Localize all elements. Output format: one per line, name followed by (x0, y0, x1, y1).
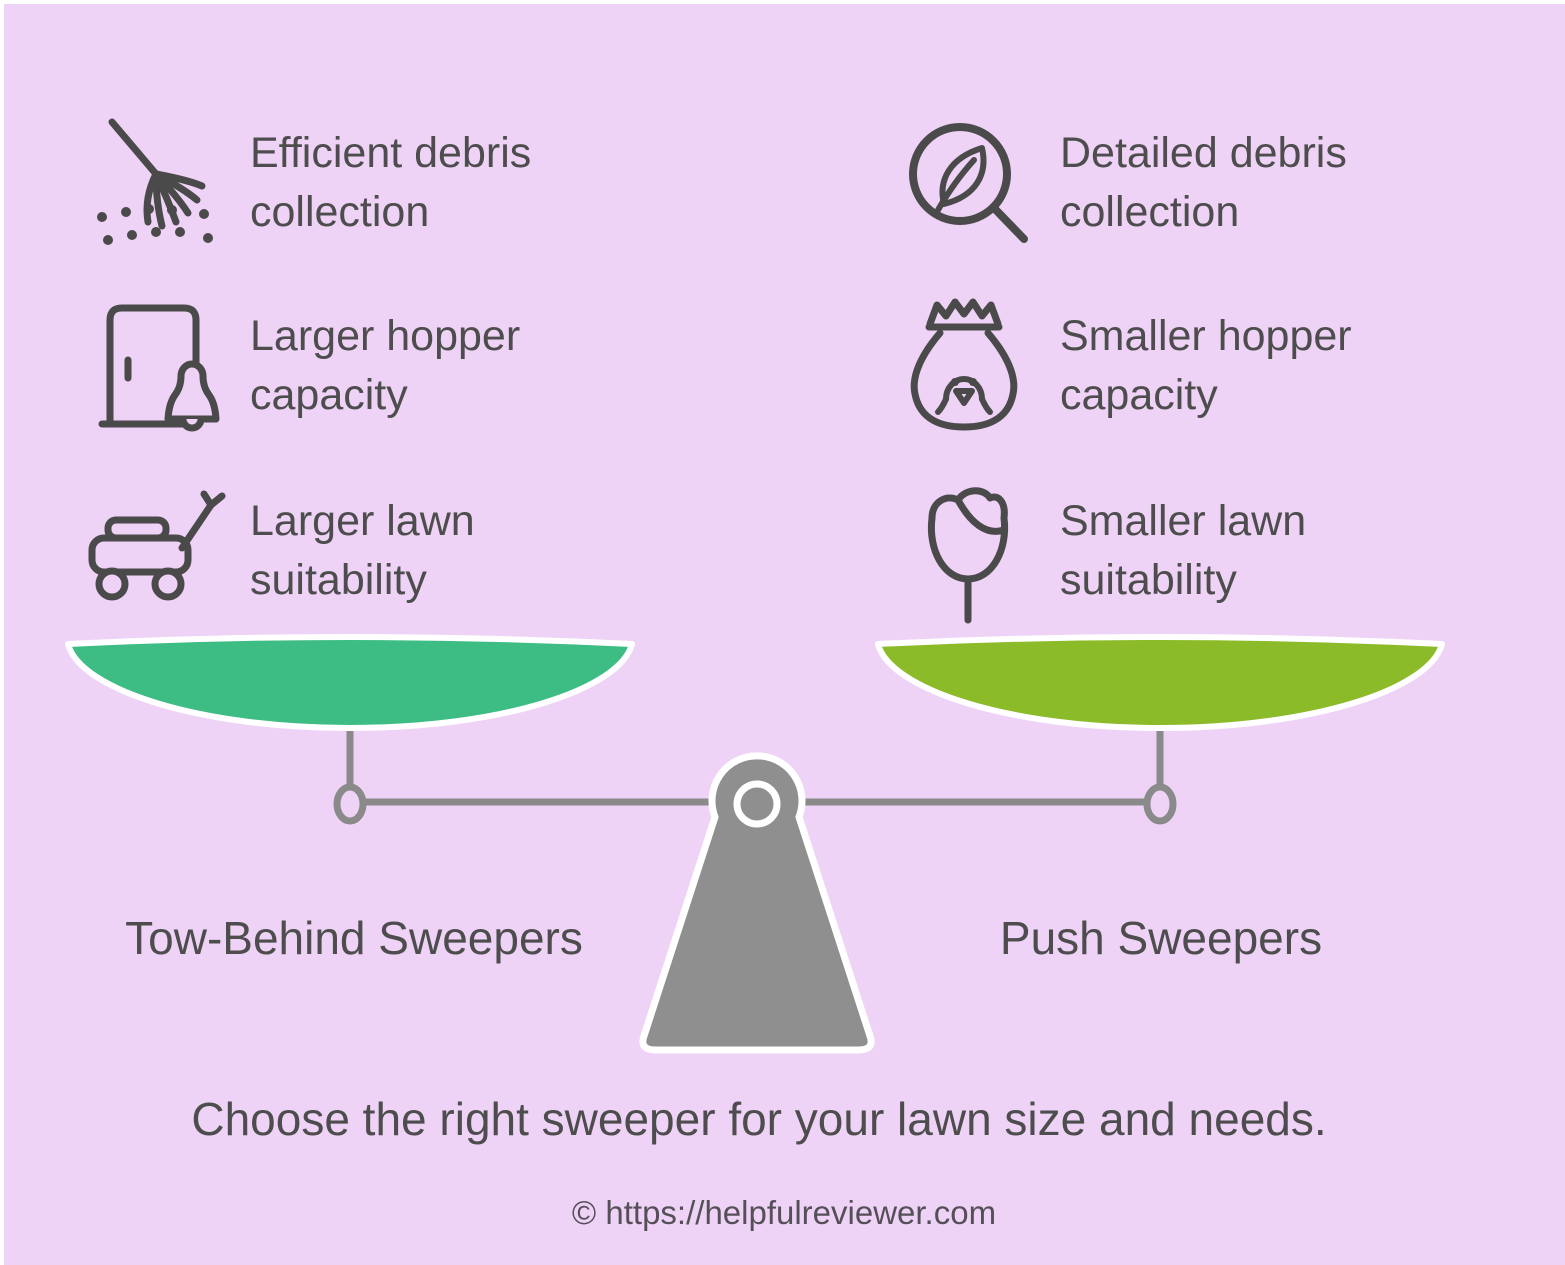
copyright: © https://helpfulreviewer.com (571, 1194, 997, 1231)
right-pan-title: Push Sweepers (999, 912, 1323, 964)
door-bell-icon (98, 300, 220, 432)
feature-label-right-2: Smaller hopper capacity (1060, 312, 1352, 419)
feature-label-left-3: Larger lawn suitability (250, 497, 475, 604)
feature-label-right-3: Smaller lawn suitability (1060, 497, 1307, 604)
tagline: Choose the right sweeper for your lawn s… (191, 1093, 1327, 1145)
lawn-mower-icon (86, 488, 228, 604)
fulcrum-pivot-hole (733, 780, 781, 828)
beam-ring-left (333, 783, 367, 825)
beam-ring-right (1143, 783, 1177, 825)
leaf-magnifier-icon (904, 118, 1032, 248)
broom-icon (92, 114, 224, 250)
left-pan (60, 628, 640, 740)
feature-label-left-2: Larger hopper capacity (250, 312, 521, 419)
rose-icon (922, 484, 1018, 624)
right-pan (870, 628, 1450, 740)
fulcrum (632, 752, 884, 1058)
left-pan-title: Tow-Behind Sweepers (125, 912, 583, 964)
feature-label-right-1: Detailed debris collection (1060, 129, 1347, 236)
feature-label-left-1: Efficient debris collection (250, 129, 532, 236)
sack-icon (904, 296, 1026, 432)
